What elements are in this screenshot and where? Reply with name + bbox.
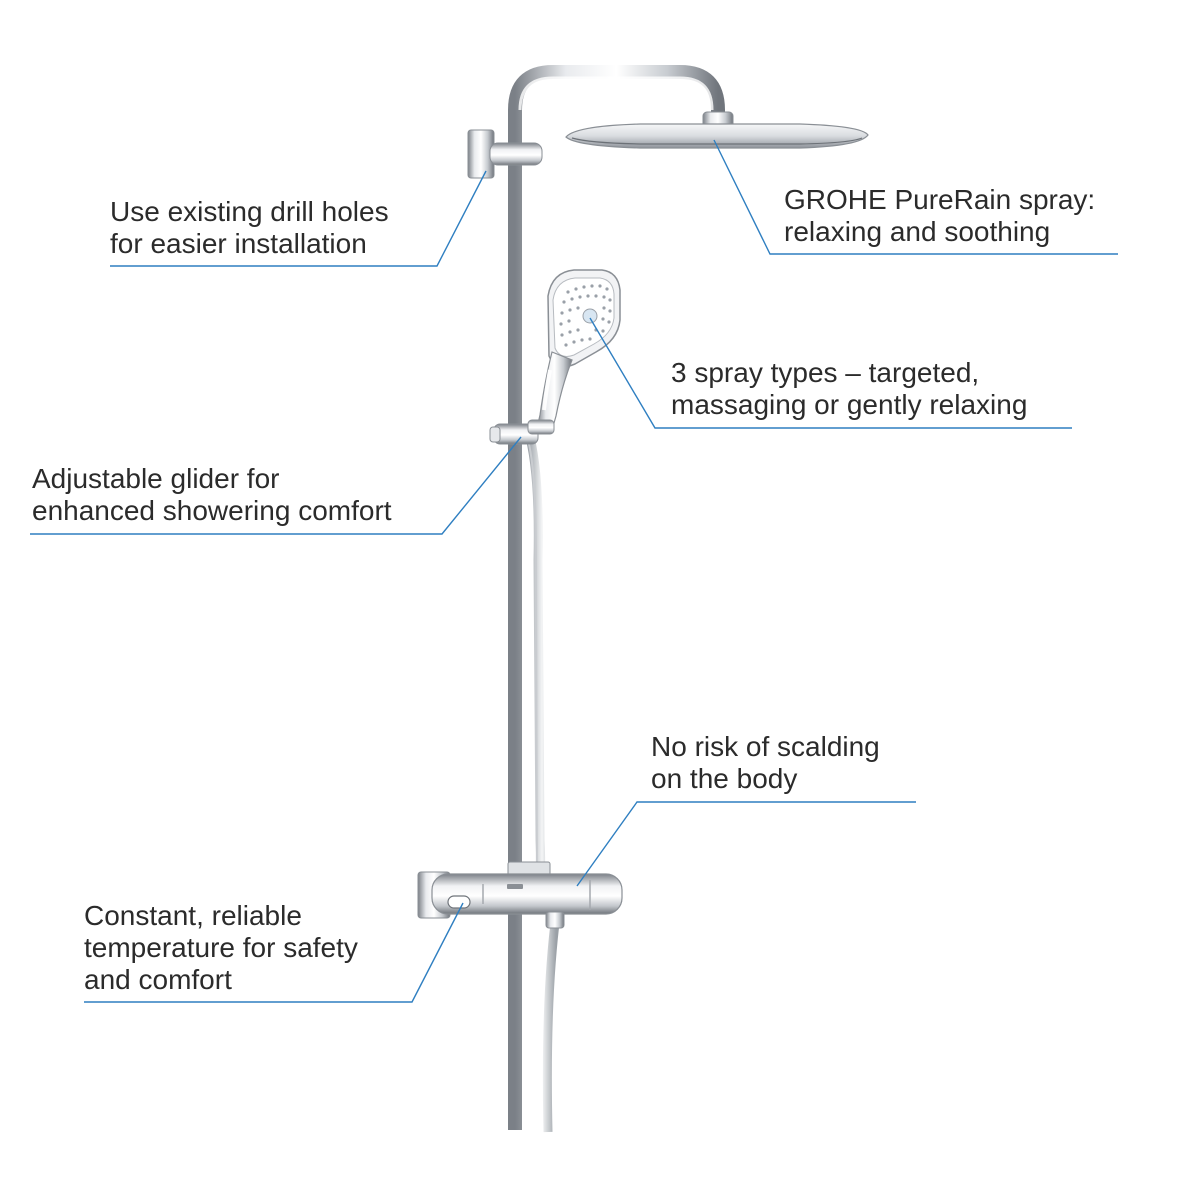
annotation-scalding: No risk of scalding on the body [651,731,880,795]
annotation-line: temperature for safety [84,932,358,963]
leader-line-drill-holes [110,170,487,267]
annotation-glider: Adjustable glider for enhanced showering… [32,463,392,527]
leader-line-spray-types [589,317,1072,429]
glider [489,419,555,445]
shower-hose [523,428,561,1133]
annotation-line: Adjustable glider for [32,463,280,494]
annotation-line: No risk of scalding [651,731,880,762]
leader-line-glider [30,436,522,535]
annotation-line: for easier installation [110,228,367,259]
annotation-line: 3 spray types – targeted, [671,357,980,388]
leader-line-scalding [576,801,916,887]
shower-arm [508,65,725,1130]
annotation-line: relaxing and soothing [784,216,1051,247]
annotation-temperature: Constant, reliable temperature for safet… [84,900,358,996]
leader-line-purerain [713,139,1118,255]
annotation-line: massaging or gently relaxing [671,389,1028,420]
overhead-shower-head [565,123,869,149]
annotation-purerain: GROHE PureRain spray: relaxing and sooth… [784,184,1095,248]
annotation-line: on the body [651,763,798,794]
annotation-line: Constant, reliable [84,900,302,931]
annotation-spray-types: 3 spray types – targeted, massaging or g… [671,357,1027,421]
annotation-line: enhanced showering comfort [32,495,392,526]
thermostat-mixer [417,871,623,929]
annotation-drill-holes: Use existing drill holes for easier inst… [110,196,389,260]
annotation-line: Use existing drill holes [110,196,389,227]
leader-line-temperature [84,902,464,1003]
annotation-line: and comfort [84,964,232,995]
annotation-line: GROHE PureRain spray: [784,184,1096,215]
hand-shower [536,269,621,431]
